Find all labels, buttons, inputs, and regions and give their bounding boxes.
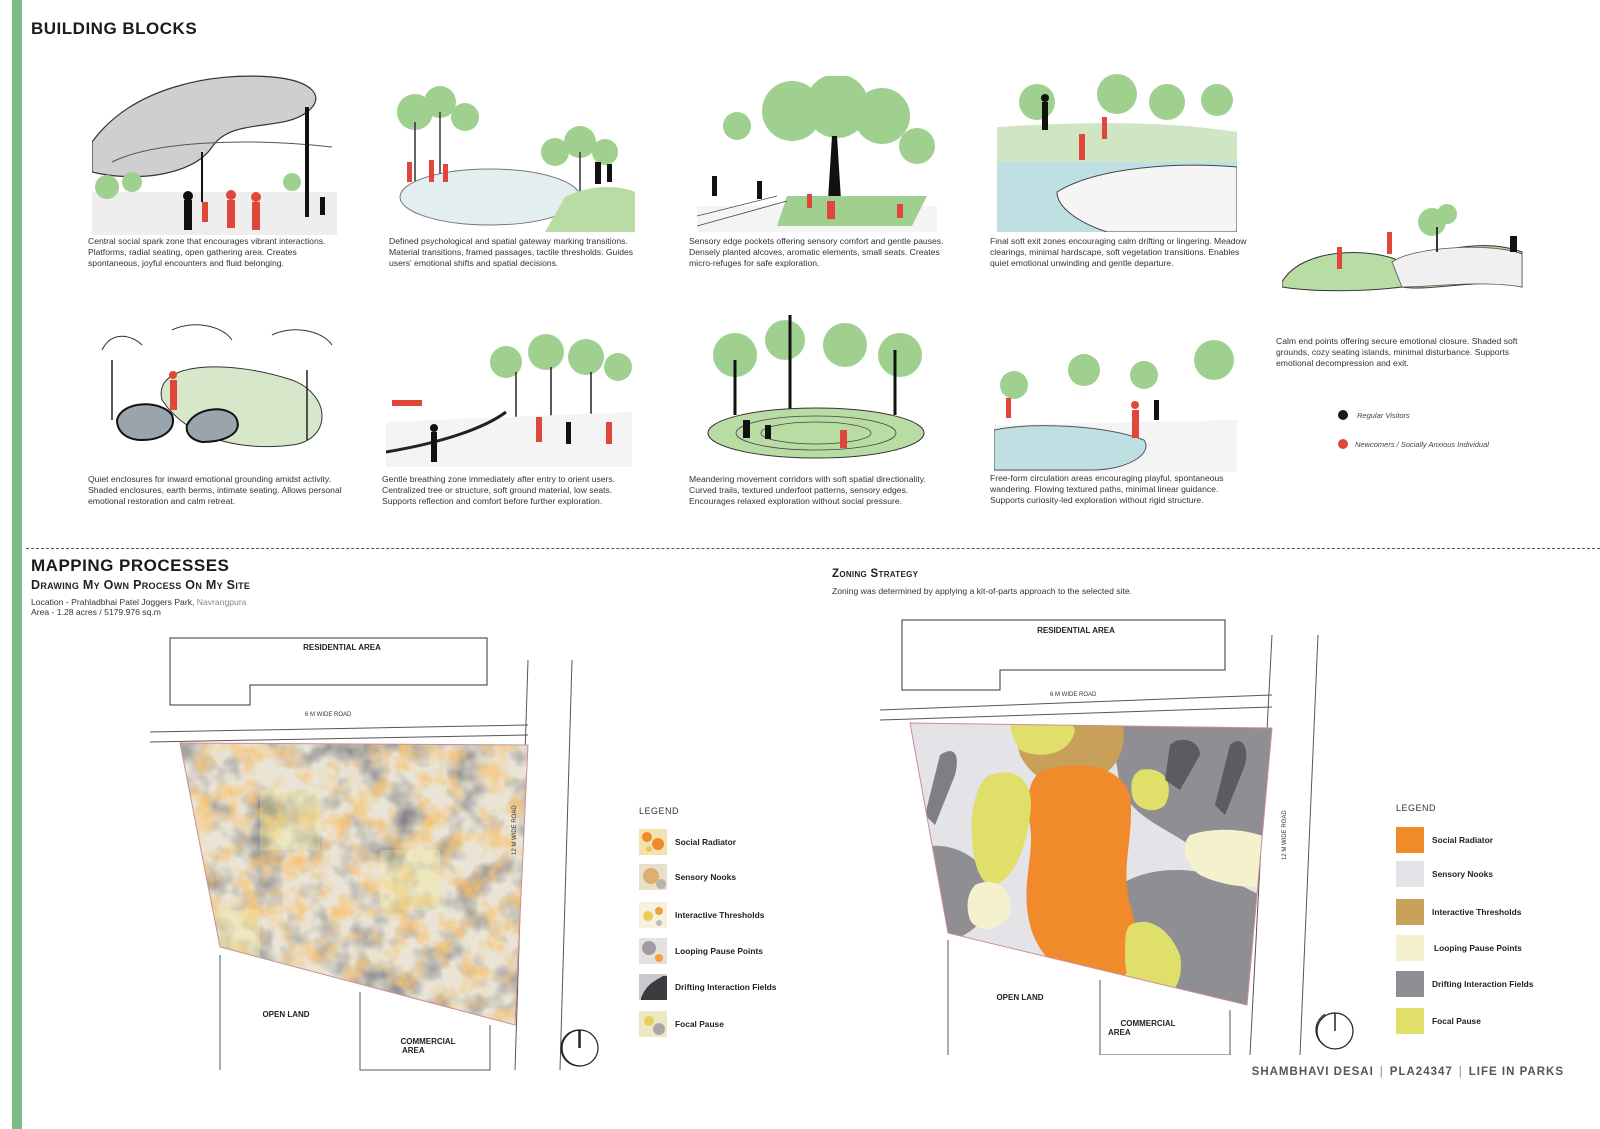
newcomer-dot-icon [1338, 439, 1348, 449]
zoning-description: Zoning was determined by applying a kit-… [832, 586, 1132, 596]
right-map-open-land-label: OPEN LAND [996, 993, 1044, 1002]
left-legend-drifting-interaction-fields: Drifting Interaction Fields [639, 974, 776, 1000]
caption-block-5: Calm end points offering secure emotiona… [1276, 336, 1518, 368]
left-legend-social-radiator: Social Radiator [639, 829, 736, 855]
caption-block-7: Gentle breathing zone immediately after … [382, 474, 616, 506]
left-map-right-road-label: 12 M WIDE ROAD [512, 805, 518, 855]
right-map-residential-label: RESIDENTIAL AREA [1037, 626, 1115, 635]
sketch-gentle-breathing-zone [386, 334, 632, 467]
newcomer-label: Newcomers / Socially Anxious Individual [1355, 440, 1489, 449]
caption-block-1: Central social spark zone that encourage… [88, 236, 326, 268]
right-legend-interactive-thresholds: Interactive Thresholds [1396, 899, 1521, 925]
regular-visitor-dot-icon [1338, 410, 1348, 420]
left-map-top-road-label: 6 M WIDE ROAD [305, 712, 352, 718]
caption-block-9: Free-form circulation areas encouraging … [990, 473, 1224, 505]
process-site-map [150, 637, 580, 1071]
right-map-right-road-label: 12 M WIDE ROAD [1282, 810, 1288, 860]
footer-project: LIFE IN PARKS [1468, 1066, 1564, 1078]
texture-swatch-interactive-thresholds-icon [639, 902, 667, 928]
right-legend-social-radiator: Social Radiator [1396, 827, 1493, 853]
sketch-calm-end-points [1282, 204, 1523, 292]
sketch-gateway-threshold [397, 86, 635, 232]
color-swatch-looping-pause-points [1396, 935, 1424, 961]
color-swatch-interactive-thresholds [1396, 899, 1424, 925]
zoning-site-map [880, 619, 1325, 1055]
left-map-open-land-label: OPEN LAND [262, 1010, 310, 1019]
texture-swatch-social-radiator-icon [639, 829, 667, 855]
north-arrow-icon [1316, 1012, 1354, 1050]
caption-block-8: Meandering movement corridors with soft … [689, 474, 926, 506]
caption-block-2: Defined psychological and spatial gatewa… [389, 236, 634, 268]
color-swatch-focal-pause [1396, 1008, 1424, 1034]
mapping-processes-title: MAPPING PROCESSES [31, 556, 230, 575]
left-legend-interactive-thresholds: Interactive Thresholds [639, 902, 764, 928]
north-arrow-left-icon [561, 1029, 599, 1067]
right-legend-sensory-nooks: Sensory Nooks [1396, 861, 1493, 887]
right-legend-focal-pause: Focal Pause [1396, 1008, 1481, 1034]
left-legend-looping-pause-points: Looping Pause Points [639, 938, 763, 964]
site-location: Location - Prahladbhai Patel Joggers Par… [31, 597, 247, 607]
sketch-social-spark-zone [92, 75, 337, 235]
texture-swatch-sensory-nooks-icon [639, 864, 667, 890]
footer-credits: SHAMBHAVI DESAI|PLA24347|LIFE IN PARKS [1251, 1066, 1564, 1078]
left-legend-title: LEGEND [639, 806, 680, 816]
left-legend-sensory-nooks: Sensory Nooks [639, 864, 736, 890]
color-swatch-social-radiator [1396, 827, 1424, 853]
sketch-meandering-corridors [707, 315, 925, 459]
sketch-quiet-enclosures [101, 324, 333, 447]
texture-swatch-drifting-interaction-fields-icon [639, 974, 667, 1000]
right-legend-drifting-interaction-fields: Drifting Interaction Fields [1396, 971, 1533, 997]
zoning-strategy-title: Zoning Strategy [832, 568, 919, 580]
mapping-subtitle: Drawing My Own Process On My Site [31, 578, 251, 592]
sketch-free-form-circulation [994, 340, 1237, 472]
color-swatch-drifting-interaction-fields [1396, 971, 1424, 997]
sketch-soft-exit-meadow [997, 74, 1237, 232]
regular-visitor-label: Regular Visitors [1357, 411, 1410, 420]
texture-swatch-focal-pause-icon [639, 1011, 667, 1037]
footer-author: SHAMBHAVI DESAI [1251, 1066, 1374, 1078]
right-legend-looping-pause-points: Looping Pause Points [1396, 935, 1522, 961]
texture-swatch-looping-pause-points-icon [639, 938, 667, 964]
caption-block-6: Quiet enclosures for inward emotional gr… [88, 474, 342, 506]
right-map-top-road-label: 6 M WIDE ROAD [1050, 692, 1097, 698]
caption-block-3: Sensory edge pockets offering sensory co… [689, 236, 944, 268]
right-legend-title: LEGEND [1396, 803, 1437, 813]
color-swatch-sensory-nooks [1396, 861, 1424, 887]
site-area: Area - 1.28 acres / 5179.976 sq.m [31, 607, 161, 617]
caption-block-4: Final soft exit zones encouraging calm d… [990, 236, 1247, 268]
sketch-sensory-edge-pockets [697, 76, 937, 232]
accent-sidebar-bar [12, 0, 22, 1129]
left-legend-focal-pause: Focal Pause [639, 1011, 724, 1037]
left-map-residential-label: RESIDENTIAL AREA [303, 643, 381, 652]
building-blocks-title: BUILDING BLOCKS [31, 19, 198, 38]
footer-code: PLA24347 [1389, 1066, 1453, 1078]
section-divider [26, 548, 1600, 549]
